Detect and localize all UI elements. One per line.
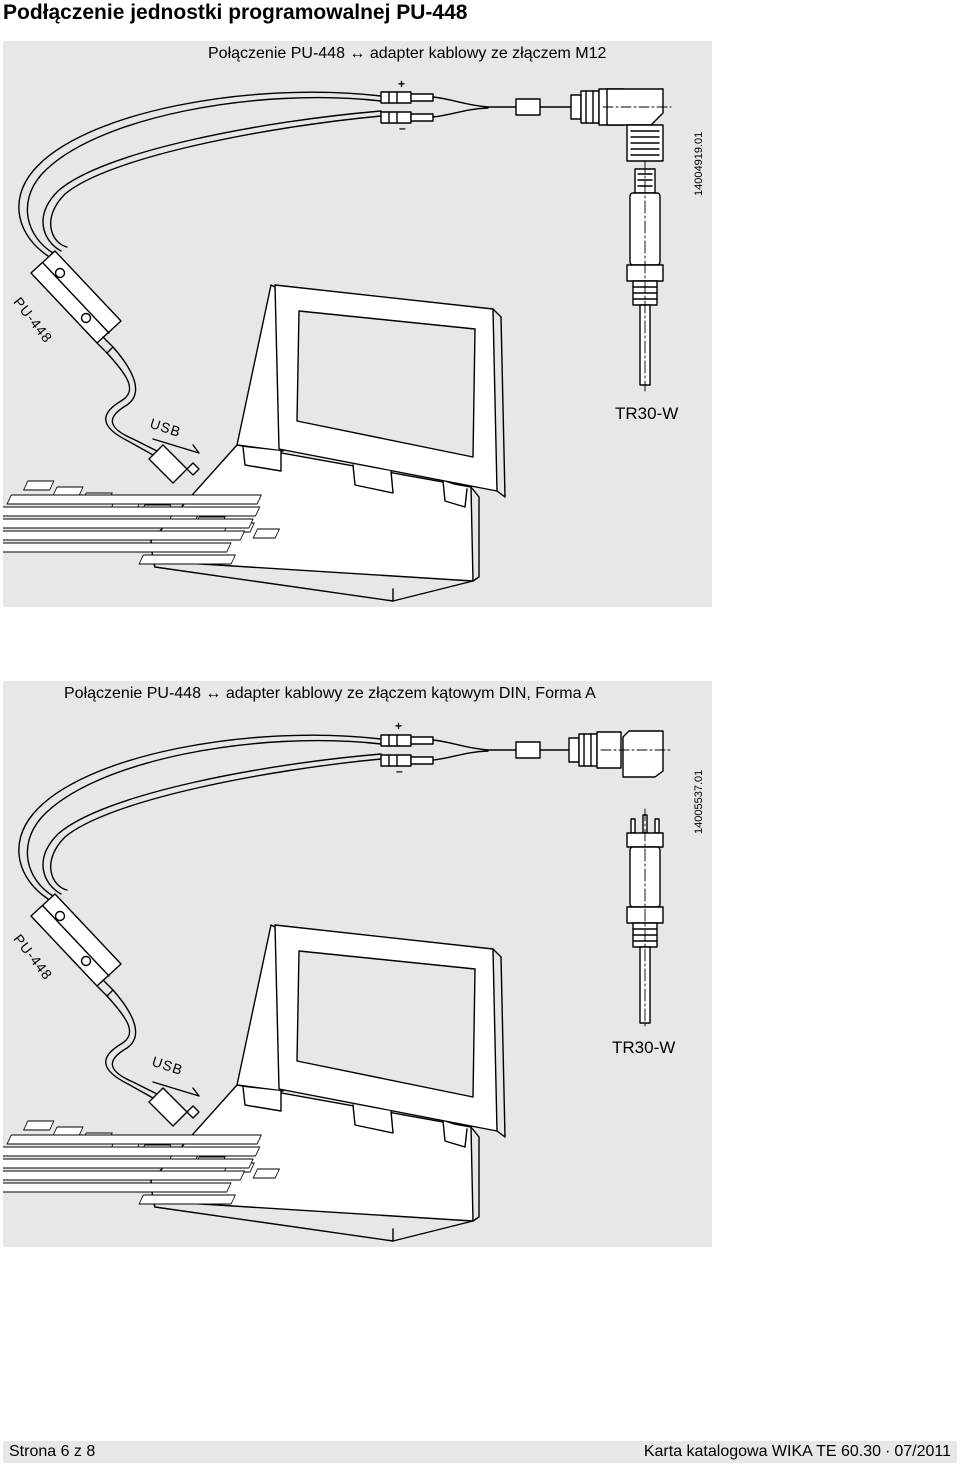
pu448-unit xyxy=(30,893,158,1099)
figure-m12-connection: Połączenie PU-448 ↔ adapter kablowy ze z… xyxy=(3,41,712,607)
wiring-diagram xyxy=(3,730,672,1242)
minus-sign: – xyxy=(399,121,406,135)
laptop xyxy=(3,284,506,602)
minus-sign: – xyxy=(396,764,403,778)
tr30w-sensor xyxy=(626,808,664,1030)
test-cables xyxy=(18,91,382,257)
test-cables xyxy=(18,734,382,900)
page-title: Podłączenie jednostki programowalnej PU-… xyxy=(3,1,468,24)
plus-sign: + xyxy=(395,719,403,733)
device-label: TR30-W xyxy=(612,1038,676,1057)
drawing-code: 14004919.01 xyxy=(693,131,705,196)
figure-caption: Połączenie PU-448 ↔ adapter kablowy ze z… xyxy=(64,685,596,702)
document-reference: Karta katalogowa WIKA TE 60.30 ∙ 07/2011 xyxy=(643,1443,951,1460)
pu448-unit xyxy=(30,250,158,456)
cable-adapter xyxy=(487,88,672,126)
wiring-diagram xyxy=(3,88,672,602)
probe-clips xyxy=(380,91,489,124)
plus-sign: + xyxy=(398,77,406,91)
usb-plug xyxy=(148,1081,200,1127)
tr30w-sensor xyxy=(626,124,664,392)
page-footer: Strona 6 z 8 Karta katalogowa WIKA TE 60… xyxy=(3,1441,957,1463)
probe-clips xyxy=(380,734,489,767)
laptop xyxy=(3,924,506,1242)
figure-caption: Połączenie PU-448 ↔ adapter kablowy ze z… xyxy=(208,45,607,62)
device-label: TR30-W xyxy=(615,404,679,423)
cable-adapter xyxy=(487,730,672,778)
laptop-keyboard xyxy=(3,1120,280,1205)
page-number: Strona 6 z 8 xyxy=(9,1443,96,1460)
drawing-code: 14005537.01 xyxy=(693,769,705,834)
laptop-keyboard xyxy=(3,480,280,565)
usb-plug xyxy=(148,438,200,484)
figure-din-connection: Połączenie PU-448 ↔ adapter kablowy ze z… xyxy=(3,681,712,1247)
